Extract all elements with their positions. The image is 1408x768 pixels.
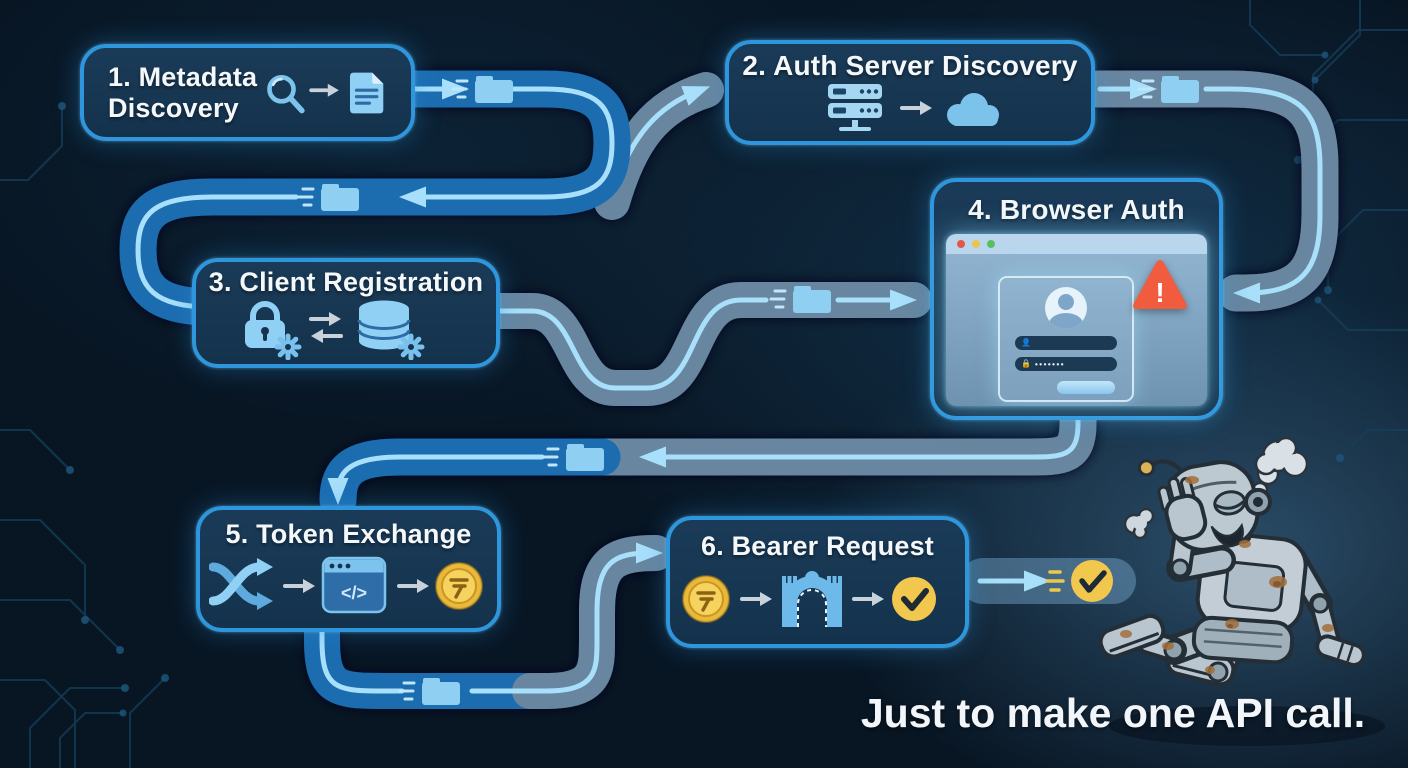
close-traffic-light[interactable] (957, 240, 965, 248)
document-icon (350, 72, 384, 113)
cloud-icon (947, 92, 999, 126)
token-coin-icon (433, 561, 484, 611)
warning-icon: ! (1133, 260, 1187, 309)
user-avatar (1045, 287, 1087, 329)
step-title: 6. Bearer Request (700, 531, 934, 561)
success-check-icon (1071, 560, 1113, 602)
user-icon: 👤 (1021, 338, 1031, 347)
steam-puff-right (1251, 436, 1309, 499)
arrow-icon (396, 579, 429, 593)
gateway-icon (781, 571, 842, 627)
shuffle-icon (208, 558, 273, 610)
lock-gear-icon (245, 300, 299, 358)
sign-in-button[interactable] (1057, 381, 1115, 394)
password-dots: ••••••• (1034, 359, 1066, 369)
success-pill (960, 558, 1136, 604)
search-icon (267, 74, 306, 113)
browser-titlebar (946, 234, 1207, 254)
step-4-browser-auth: 4. Browser Auth 👤 🔒 ••••••• (930, 178, 1223, 420)
step-3-client-registration: 3. Client Registration (192, 258, 500, 368)
step-title: 3. Client Registration (208, 266, 484, 297)
step-5-token-exchange: 5. Token Exchange </> (196, 506, 501, 632)
token-coin-icon (680, 574, 731, 624)
step-title: 4. Browser Auth (968, 194, 1185, 225)
warning-mark: ! (1155, 277, 1164, 308)
login-form: 👤 🔒 ••••••• (998, 276, 1134, 402)
exchange-arrows-icon (309, 311, 343, 343)
caption-text: Just to make one API call. (860, 690, 1366, 736)
steam-puff-left (1123, 507, 1155, 540)
database-gear-icon (357, 300, 422, 358)
zoom-traffic-light[interactable] (987, 240, 995, 248)
lock-icon: 🔒 (1021, 359, 1031, 368)
step-title: 5. Token Exchange (225, 519, 472, 549)
robot-hand (1157, 476, 1208, 542)
step-title: 2. Auth Server Discovery (742, 49, 1078, 81)
step-2-auth-server-discovery: 2. Auth Server Discovery (725, 40, 1095, 145)
step-1-metadata-discovery: 1. Metadata Discovery (80, 44, 415, 141)
browser-window: 👤 🔒 ••••••• ! (946, 234, 1207, 406)
pipe-step4-to-step5 (571, 395, 1097, 476)
step-title: 1. Metadata Discovery (108, 62, 258, 123)
minimize-traffic-light[interactable] (972, 240, 980, 248)
password-field[interactable]: 🔒 ••••••• (1015, 357, 1117, 371)
sad-robot-illustration (1098, 436, 1385, 746)
server-icon (828, 83, 882, 131)
arrow-icon (309, 83, 340, 97)
success-check-icon (891, 577, 936, 621)
browser-viewport: 👤 🔒 ••••••• ! (946, 254, 1207, 406)
pipe-step3-to-step4 (479, 282, 932, 406)
code-window-icon: </> (321, 556, 386, 614)
arrow-icon (282, 579, 315, 593)
code-glyph: </> (340, 583, 366, 603)
username-field[interactable]: 👤 (1015, 336, 1117, 350)
arrow-icon (900, 100, 932, 115)
step-6-bearer-request: 6. Bearer Request (666, 516, 969, 648)
arrow-icon (851, 592, 884, 606)
arrow-icon (739, 592, 772, 606)
